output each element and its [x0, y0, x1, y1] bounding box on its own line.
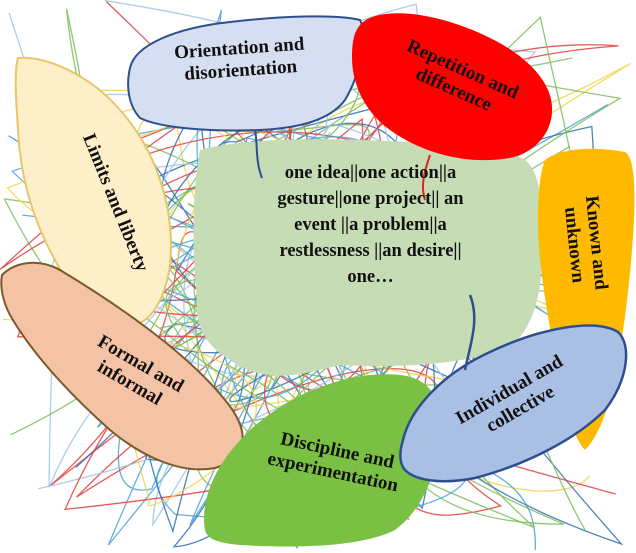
center-text: one idea||one action||a gesture||one pro… [277, 163, 464, 287]
repetition-tail [421, 154, 431, 201]
formal-bubble [0, 261, 244, 471]
orientation-tail [254, 129, 263, 179]
center-bubble [193, 139, 543, 376]
individual-bubble [399, 324, 628, 483]
individual-tail [463, 294, 476, 371]
orientation-bubble [127, 15, 365, 132]
discipline-bubble [204, 374, 441, 547]
repetition-bubble [352, 13, 553, 161]
